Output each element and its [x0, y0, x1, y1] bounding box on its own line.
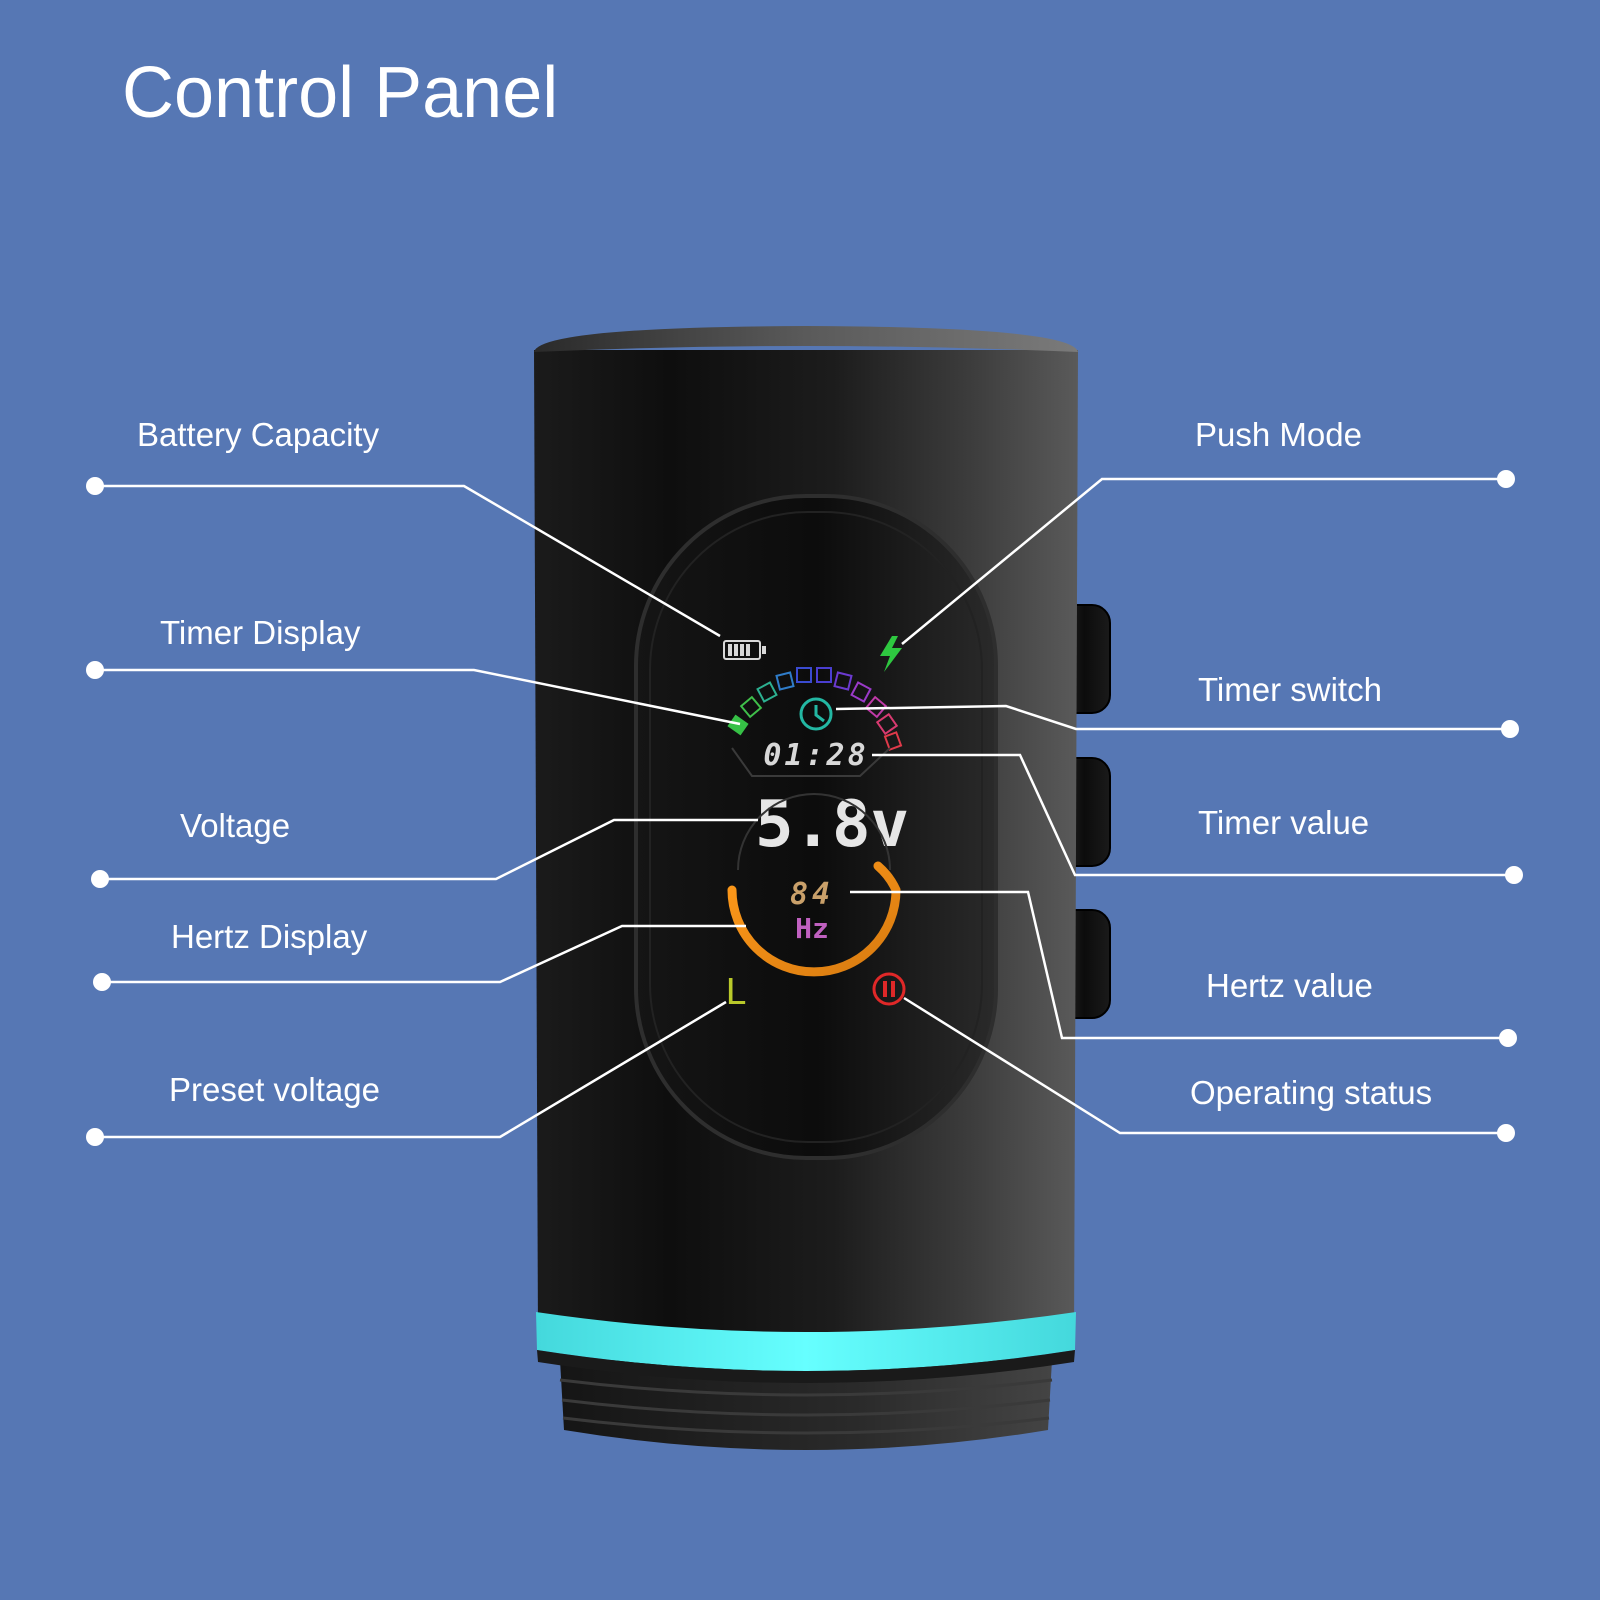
- label-battery-capacity: Battery Capacity: [137, 416, 380, 453]
- battery-icon: [723, 640, 766, 660]
- leader-preset-voltage: [95, 1000, 727, 1139]
- label-push-mode: Push Mode: [1195, 416, 1362, 453]
- voltage-readout: 5.8v: [755, 788, 909, 862]
- leader-hertz-value: [850, 890, 1508, 1040]
- leader-timer-value: [872, 753, 1514, 877]
- leader-endpoints: [86, 470, 1523, 1146]
- leader-operating-status: [903, 996, 1506, 1135]
- threaded-base: [559, 1360, 1053, 1450]
- clock-icon: [799, 697, 833, 731]
- leader-timer-switch: [835, 704, 1510, 731]
- hertz-unit: Hz: [795, 912, 829, 945]
- timer-ring: [727, 667, 903, 777]
- hertz-arc: [727, 861, 901, 977]
- label-timer-display: Timer Display: [160, 614, 361, 651]
- device-cap: [534, 326, 1078, 352]
- leader-push-mode: [901, 477, 1506, 645]
- label-timer-value: Timer value: [1198, 804, 1370, 841]
- label-hertz-display: Hertz Display: [171, 918, 368, 955]
- leader-voltage: [100, 818, 758, 881]
- page-title: Control Panel: [122, 53, 559, 133]
- leader-timer-display: [95, 668, 741, 726]
- leader-battery-capacity: [95, 484, 721, 638]
- leader-hertz-display: [102, 924, 746, 984]
- glow-ring: [536, 1312, 1076, 1371]
- preset-voltage-glyph: L: [725, 972, 747, 1013]
- label-voltage: Voltage: [180, 807, 291, 844]
- label-preset-voltage: Preset voltage: [169, 1071, 380, 1108]
- label-hertz-value: Hertz value: [1206, 967, 1373, 1004]
- label-timer-switch: Timer switch: [1198, 671, 1382, 708]
- pause-icon: [872, 972, 906, 1006]
- label-operating-status: Operating status: [1190, 1074, 1433, 1111]
- screen: 01:28 5.8v 84 Hz L: [634, 494, 998, 1160]
- lightning-bolt-icon: [880, 636, 902, 672]
- timer-readout: 01:28: [763, 738, 868, 773]
- hertz-number: 84: [790, 877, 834, 912]
- leader-lines: [95, 477, 1514, 1139]
